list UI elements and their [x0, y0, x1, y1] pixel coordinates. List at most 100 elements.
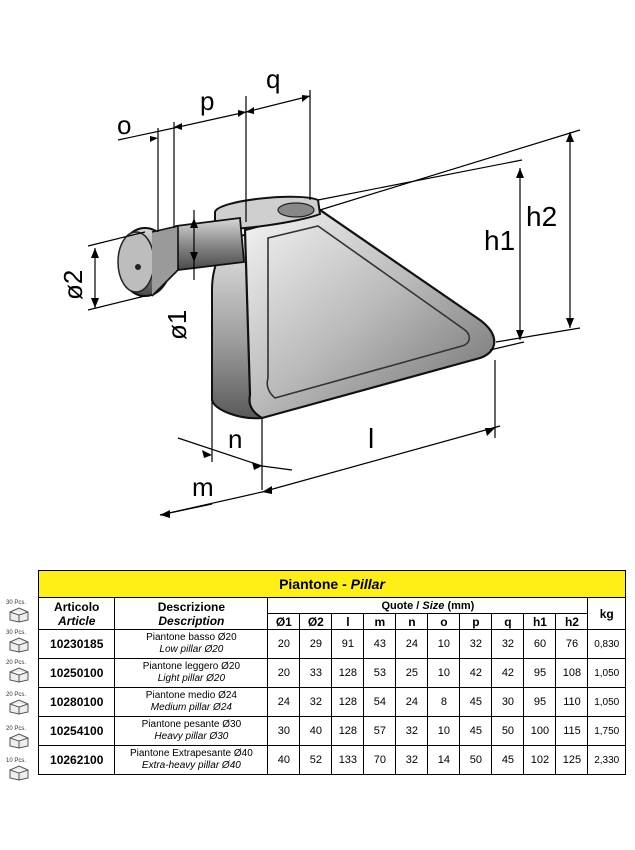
- desc-it: Piantone basso Ø20: [146, 632, 237, 643]
- article-code: 10230185: [37, 629, 116, 659]
- article-code: 10254100: [37, 716, 116, 746]
- header-size-it: Quote: [381, 599, 414, 612]
- value-cell: 76: [555, 629, 589, 659]
- label-p: p: [200, 86, 214, 116]
- value-cell: 52: [299, 745, 333, 775]
- desc-it: Piantone pesante Ø30: [141, 719, 242, 730]
- pieces-row-1: 30 Pcs.: [4, 630, 34, 658]
- spec-table: Piantone - Pillar Articolo Article Descr…: [37, 570, 626, 775]
- value-cell: 24: [267, 687, 301, 717]
- label-n: n: [228, 424, 242, 454]
- value-cell: 30: [267, 716, 301, 746]
- value-cell: 57: [363, 716, 397, 746]
- dimension-lines: [87, 90, 581, 516]
- pieces-label: 20 Pcs.: [6, 692, 27, 698]
- value-cell: 43: [363, 629, 397, 659]
- header-size-unit: (mm): [444, 599, 475, 612]
- value-cell: 32: [491, 629, 525, 659]
- value-cell: 53: [363, 658, 397, 688]
- header-desc-en: Description: [158, 613, 225, 628]
- label-q: q: [266, 64, 280, 94]
- table-title: Piantone - Pillar: [38, 570, 626, 598]
- label-h2: h2: [526, 201, 557, 232]
- article-code: 10250100: [37, 658, 116, 688]
- value-cell: 33: [299, 658, 333, 688]
- label-h1: h1: [484, 225, 515, 256]
- pieces-label: 30 Pcs.: [6, 600, 27, 606]
- desc-en: Extra-heavy pillar Ø40: [141, 760, 241, 771]
- label-d1: ø1: [162, 310, 192, 340]
- col-o: o: [427, 613, 461, 630]
- col-l: l: [331, 613, 365, 630]
- pieces-header-icon: 30 Pcs.: [4, 600, 34, 628]
- value-cell: 108: [555, 658, 589, 688]
- value-cell: 50: [491, 716, 525, 746]
- pieces-label: 10 Pcs.: [6, 758, 27, 764]
- value-cell: 128: [331, 716, 365, 746]
- value-cell: 20: [267, 658, 301, 688]
- col-p: p: [459, 613, 493, 630]
- pieces-row-2: 20 Pcs.: [4, 660, 34, 688]
- header-article-en: Article: [58, 613, 96, 628]
- pieces-row-4: 20 Pcs.: [4, 726, 34, 754]
- header-size-en: Size: [422, 599, 445, 612]
- value-cell: 30: [491, 687, 525, 717]
- box-icon: [9, 733, 29, 749]
- weight-cell: 2,330: [587, 745, 626, 775]
- desc-en: Medium pillar Ø24: [150, 702, 232, 713]
- box-icon: [9, 607, 29, 623]
- box-icon: [9, 637, 29, 653]
- value-cell: 42: [491, 658, 525, 688]
- desc-en: Heavy pillar Ø30: [154, 731, 229, 742]
- desc-it: Piantone leggero Ø20: [142, 661, 241, 672]
- spec-table-wrapper: Piantone - Pillar Articolo Article Descr…: [37, 570, 626, 775]
- value-cell: 25: [395, 658, 429, 688]
- header-size: Quote / Size (mm): [267, 597, 589, 614]
- desc-en: Low pillar Ø20: [159, 644, 224, 655]
- col-n: n: [395, 613, 429, 630]
- value-cell: 20: [267, 629, 301, 659]
- value-cell: 125: [555, 745, 589, 775]
- pillar-drawing: o p q h1 h2 ø2 ø1 n l m: [58, 64, 581, 518]
- pieces-row-5: 10 Pcs.: [4, 758, 34, 786]
- value-cell: 100: [523, 716, 557, 746]
- pieces-label: 20 Pcs.: [6, 726, 27, 732]
- header-description: Descrizione Description: [114, 597, 269, 630]
- value-cell: 128: [331, 687, 365, 717]
- box-icon: [9, 765, 29, 781]
- value-cell: 70: [363, 745, 397, 775]
- value-cell: 32: [395, 745, 429, 775]
- value-cell: 45: [459, 716, 493, 746]
- weight-cell: 1,050: [587, 687, 626, 717]
- pieces-row-3: 20 Pcs.: [4, 692, 34, 720]
- pillar-body: [117, 195, 496, 420]
- value-cell: 95: [523, 687, 557, 717]
- pieces-label: 30 Pcs.: [6, 630, 27, 636]
- col-h2: h2: [555, 613, 589, 630]
- col-d2: Ø2: [299, 613, 333, 630]
- value-cell: 102: [523, 745, 557, 775]
- box-icon: [9, 667, 29, 683]
- header-size-sep: /: [413, 599, 423, 612]
- value-cell: 14: [427, 745, 461, 775]
- value-cell: 29: [299, 629, 333, 659]
- col-m: m: [363, 613, 397, 630]
- value-cell: 10: [427, 658, 461, 688]
- col-h1: h1: [523, 613, 557, 630]
- value-cell: 54: [363, 687, 397, 717]
- weight-cell: 1,750: [587, 716, 626, 746]
- table-header-row: Articolo Article Descrizione Description…: [37, 597, 626, 630]
- label-m: m: [192, 472, 214, 502]
- value-cell: 110: [555, 687, 589, 717]
- label-l: l: [368, 423, 374, 454]
- value-cell: 95: [523, 658, 557, 688]
- header-kg: kg: [587, 597, 626, 630]
- value-cell: 50: [459, 745, 493, 775]
